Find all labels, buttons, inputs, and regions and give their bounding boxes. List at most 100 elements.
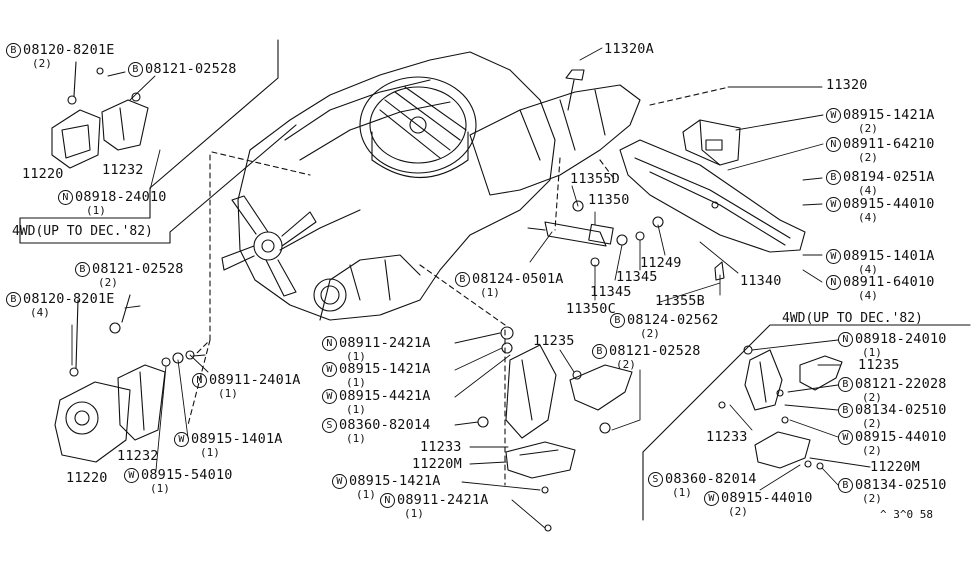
part-qty: (2)	[98, 276, 118, 289]
prefix-n-icon: N	[380, 493, 395, 508]
cooling-fan	[221, 195, 317, 297]
part-qty: (1)	[356, 488, 376, 501]
prefix-s-icon: S	[648, 472, 663, 487]
crossmember	[619, 139, 806, 253]
part-number: 11320	[826, 77, 868, 93]
part-qty: (1)	[672, 486, 692, 499]
shift-knob	[565, 69, 585, 81]
prefix-b-icon: B	[592, 344, 607, 359]
section-title-top-left: 4WD(UP TO DEC.'82)	[12, 224, 153, 239]
part-qty: (4)	[858, 263, 878, 276]
rear-mount-11320	[682, 119, 741, 166]
transmission	[469, 69, 641, 196]
prefix-n-icon: N	[826, 137, 841, 152]
prefix-b-icon: B	[75, 262, 90, 277]
part-number: 11355D	[570, 171, 620, 187]
part-qty: (2)	[862, 444, 882, 457]
br-mount-11220m	[754, 416, 824, 470]
prefix-w-icon: W	[838, 430, 853, 445]
part-number: 11345	[616, 269, 658, 285]
part-qty: (4)	[858, 184, 878, 197]
part-number: 11232	[117, 448, 159, 464]
center-mount-11220m	[505, 441, 576, 532]
prefix-n-icon: N	[826, 275, 841, 290]
prefix-b-icon: B	[838, 377, 853, 392]
air-cleaner	[359, 76, 477, 178]
part-qty: (1)	[346, 432, 366, 445]
part-number: 11355B	[655, 293, 705, 309]
part-number: 11350	[588, 192, 630, 208]
part-qty: (1)	[346, 403, 366, 416]
prefix-w-icon: W	[174, 432, 189, 447]
part-qty: (2)	[32, 57, 52, 70]
prefix-b-icon: B	[610, 313, 625, 328]
part-qty: (2)	[862, 417, 882, 430]
part-number: 11345	[590, 284, 632, 300]
prefix-w-icon: W	[124, 468, 139, 483]
part-number: 11220M	[412, 456, 462, 472]
part-number: 11233	[420, 439, 462, 455]
part-qty: (1)	[862, 346, 882, 359]
part-qty: (1)	[404, 507, 424, 520]
part-qty: (1)	[218, 387, 238, 400]
leader-lines	[71, 47, 871, 529]
part-qty: (1)	[346, 376, 366, 389]
prefix-w-icon: W	[826, 108, 841, 123]
part-number: 11220M	[870, 459, 920, 475]
tl-bracket-11232	[96, 67, 149, 151]
prefix-b-icon: B	[128, 62, 143, 77]
prefix-b-icon: B	[838, 478, 853, 493]
engine-block	[237, 51, 556, 321]
prefix-w-icon: W	[826, 249, 841, 264]
part-qty: (2)	[728, 505, 748, 518]
ml-bracket-11232	[109, 294, 166, 441]
damper-11350	[527, 200, 725, 281]
part-qty: (2)	[862, 492, 882, 505]
prefix-n-icon: N	[322, 336, 337, 351]
part-number: 11233	[706, 429, 748, 445]
part-qty: (2)	[616, 358, 636, 371]
prefix-n-icon: N	[192, 373, 207, 388]
part-qty: (1)	[480, 286, 500, 299]
br-insulator-11235	[776, 355, 843, 397]
prefix-b-icon: B	[6, 43, 21, 58]
prefix-b-icon: B	[838, 403, 853, 418]
part-qty: (2)	[858, 151, 878, 164]
prefix-w-icon: W	[826, 197, 841, 212]
diagram-code: ^ 3^0 58	[880, 508, 933, 521]
part-qty: (4)	[30, 306, 50, 319]
part-number: 11235	[858, 357, 900, 373]
part-number: 11340	[740, 273, 782, 289]
part-number: 11249	[640, 255, 682, 271]
prefix-w-icon: W	[322, 362, 337, 377]
part-number: 11220	[22, 166, 64, 182]
prefix-w-icon: W	[704, 491, 719, 506]
part-qty: (2)	[640, 327, 660, 340]
br-mount-11233	[718, 345, 783, 411]
water-pump-pulley	[313, 278, 347, 312]
part-number: 11235	[533, 333, 575, 349]
